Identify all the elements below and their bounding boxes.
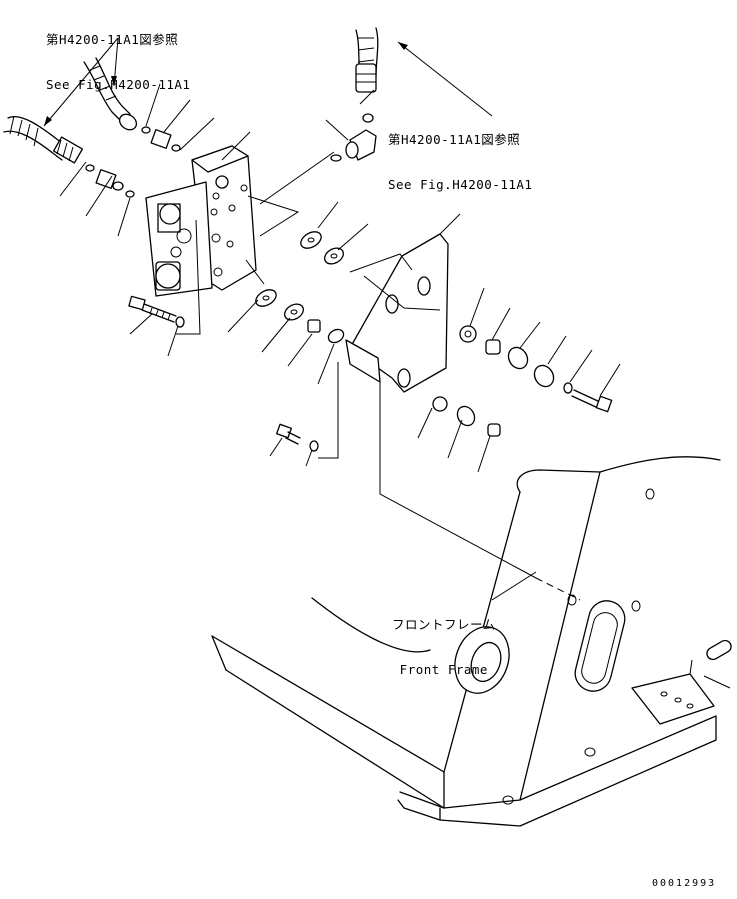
fitting-left-2	[141, 126, 181, 152]
hose-left-lower	[3, 115, 84, 164]
leader-lines	[59, 83, 621, 579]
alignment-line	[535, 577, 581, 601]
valve-block	[145, 145, 257, 297]
gasket-plate	[247, 195, 300, 237]
reference-top-right-jp: 第H4200-11A1図参照	[388, 132, 521, 147]
bolt-right	[432, 325, 613, 437]
bolt-left	[128, 295, 185, 328]
frame-label-en: Front Frame	[399, 662, 488, 677]
small-bracket	[631, 639, 732, 725]
reference-top-right: 第H4200-11A1図参照 See Fig.H4200-11A1	[388, 102, 532, 207]
frame-label-leader	[491, 571, 537, 601]
reference-arrows-left	[43, 37, 119, 127]
mounting-bracket	[345, 233, 449, 393]
front-frame	[211, 456, 721, 827]
hose-right	[330, 27, 493, 162]
frame-label: フロントフレーム Front Frame	[392, 587, 496, 692]
reference-top-left-en: See Fig.H4200-11A1	[46, 77, 191, 92]
reference-top-left: 第H4200-11A1図参照 See Fig.H4200-11A1	[46, 2, 190, 107]
fitting-left-1	[85, 164, 135, 198]
washers-row	[255, 231, 345, 344]
hose-left-upper	[83, 57, 138, 131]
reference-top-right-en: See Fig.H4200-11A1	[388, 177, 533, 192]
bolt-lower	[276, 423, 319, 452]
drawing-number: 00012993	[652, 878, 717, 889]
frame-label-jp: フロントフレーム	[392, 617, 496, 632]
reference-top-left-jp: 第H4200-11A1図参照	[46, 32, 179, 47]
